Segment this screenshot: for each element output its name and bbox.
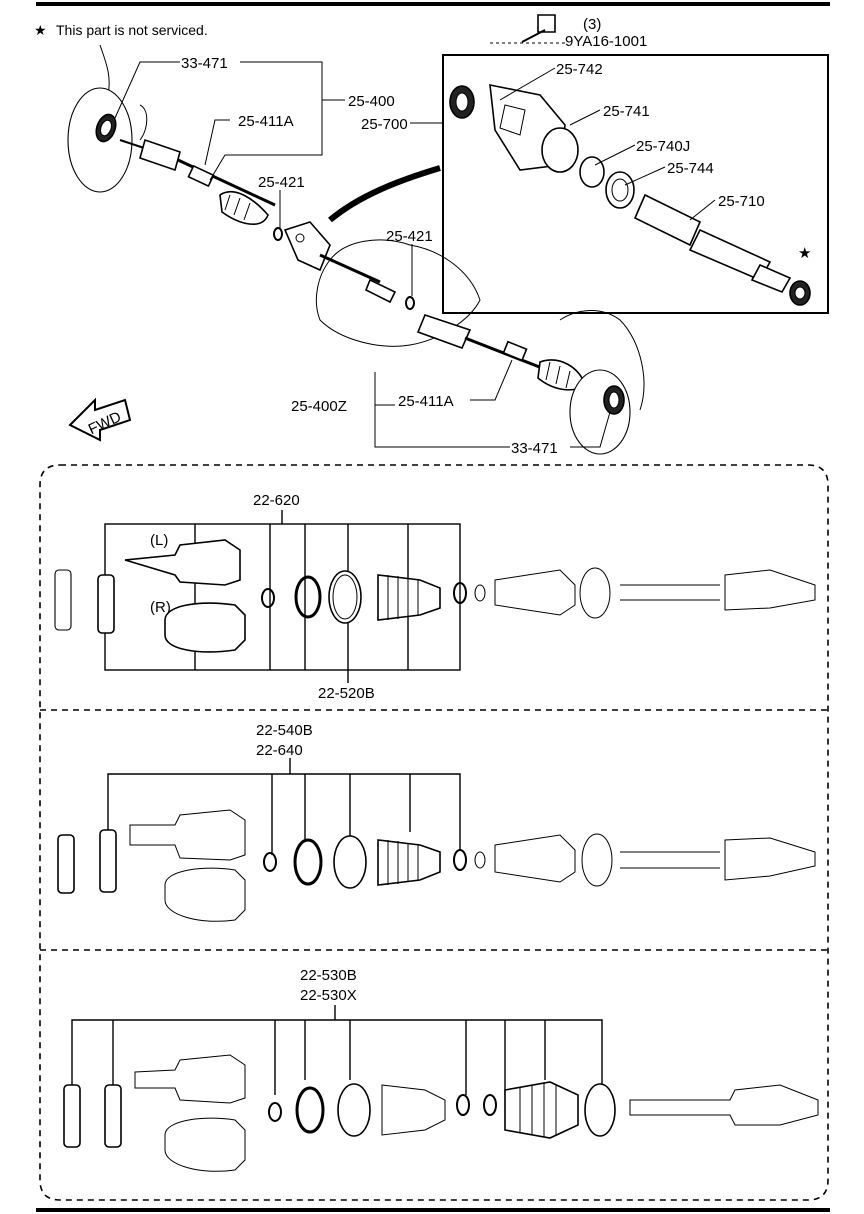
label-22-620: 22-620: [253, 492, 300, 509]
upper-leaders: [114, 61, 716, 448]
label-22-540b: 22-540B: [256, 722, 313, 739]
bearing-assembly-box: [442, 54, 829, 314]
seal-33-471-lower: [603, 385, 625, 415]
svg-text:FWD: FWD: [86, 408, 124, 438]
kit-22-540b-22-640: [57, 758, 816, 922]
label-side-r: (R): [150, 599, 171, 616]
label-side-l: (L): [150, 532, 168, 549]
label-25-421-lower: 25-421: [386, 228, 433, 245]
label-25-741: 25-741: [603, 103, 650, 120]
label-22-640: 22-640: [256, 742, 303, 759]
clip-25-421-upper: [273, 227, 283, 241]
label-22-520b: 22-520B: [318, 685, 375, 702]
bolt-part-number: 9YA16-1001: [565, 33, 647, 50]
callout-curve: [328, 165, 441, 223]
label-25-740j: 25-740J: [636, 138, 690, 155]
bearing-assembly-parts: [449, 84, 811, 306]
not-serviced-note: This part is not serviced.: [56, 22, 208, 38]
label-25-744: 25-744: [667, 160, 714, 177]
label-25-700: 25-700: [361, 116, 408, 133]
label-25-710: 25-710: [718, 193, 765, 210]
kit-22-620: [54, 510, 816, 683]
label-25-411a-upper: 25-411A: [238, 113, 294, 130]
right-driveshaft: [416, 314, 586, 391]
left-driveshaft: [119, 138, 276, 225]
bolt-qty: (3): [583, 16, 601, 33]
fwd-arrow: FWD: [68, 397, 132, 442]
star-icon: ★: [34, 22, 47, 38]
kit-22-530b-22-530x: [63, 1005, 819, 1172]
label-25-411a-lower: 25-411A: [398, 393, 454, 410]
label-25-400: 25-400: [348, 93, 395, 110]
clip-25-421-lower: [405, 296, 415, 310]
label-22-530x: 22-530X: [300, 987, 357, 1004]
bolt-9ya16: [521, 14, 556, 43]
bearing-bracket: [283, 221, 397, 304]
label-22-530b: 22-530B: [300, 967, 357, 984]
kit-panels-border: [39, 464, 829, 1201]
seal-33-471-upper: [95, 113, 117, 143]
label-25-400z: 25-400Z: [291, 398, 347, 415]
label-33-471-upper: 33-471: [181, 55, 228, 72]
label-33-471-lower: 33-471: [511, 440, 558, 457]
star-icon-not-serviced: ★: [798, 245, 811, 262]
label-25-421-upper: 25-421: [258, 174, 305, 191]
label-25-742: 25-742: [556, 61, 603, 78]
